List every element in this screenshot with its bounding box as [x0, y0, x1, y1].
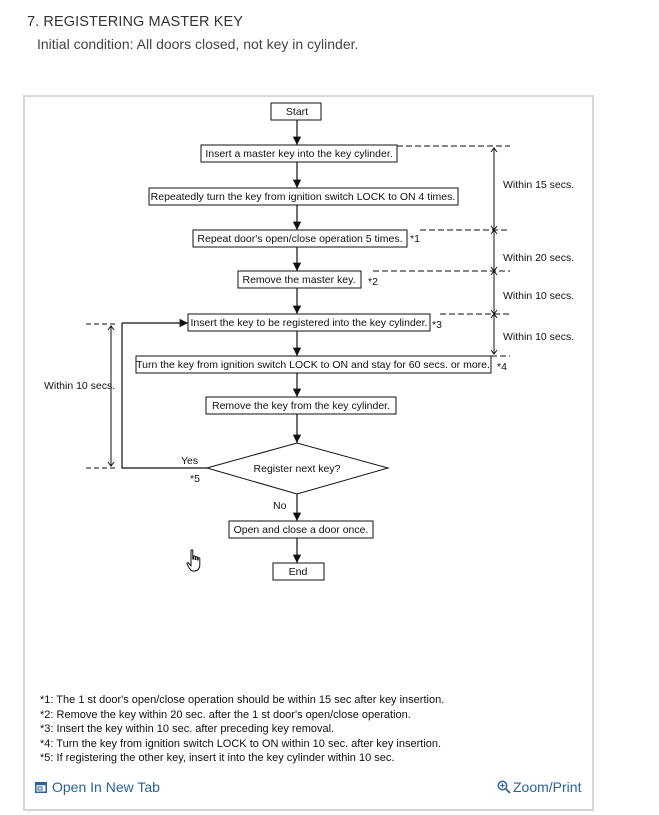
step-label-5: Insert the key to be registered into the…	[191, 317, 428, 329]
step-box-2	[148, 187, 459, 206]
step-label-2: Repeatedly turn the key from ignition sw…	[151, 191, 456, 203]
start-box	[270, 102, 322, 121]
step-label-6: Turn the key from ignition switch LOCK t…	[136, 359, 490, 371]
timing-label-3: Within 10 secs.	[503, 290, 574, 302]
step-box-3	[192, 229, 408, 248]
marker-1: *1	[410, 233, 420, 245]
decision-label: Register next key?	[254, 463, 341, 475]
marker-4: *4	[497, 361, 507, 373]
step-box-4	[237, 270, 362, 289]
open-new-tab-link[interactable]: Open In New Tab	[35, 779, 160, 796]
open-new-tab-label: Open In New Tab	[52, 779, 160, 795]
yes-label: Yes	[181, 455, 198, 467]
end-label: End	[289, 566, 308, 578]
marker-2: *2	[368, 276, 378, 288]
no-label: No	[273, 500, 287, 512]
timing-label-2: Within 20 secs.	[503, 252, 574, 264]
footnotes: *1: The 1 st door's open/close operation…	[40, 693, 444, 766]
loop-timing-label: Within 10 secs.	[44, 380, 115, 392]
step-box-1	[200, 144, 398, 163]
start-label: Start	[286, 106, 308, 118]
marker-3: *3	[432, 319, 442, 331]
marker-5: *5	[190, 473, 200, 485]
footnote-3: *3: Insert the key within 10 sec. after …	[40, 723, 335, 736]
footnote-4: *4: Turn the key from ignition switch LO…	[40, 737, 442, 750]
initial-condition: Initial condition: All doors closed, not…	[37, 36, 359, 52]
footnote-5: *5: If registering the other key, insert…	[40, 752, 395, 765]
zoom-magnifier-icon	[497, 780, 511, 797]
timing-label-4: Within 10 secs.	[503, 331, 574, 343]
step-label-4: Remove the master key.	[242, 274, 355, 286]
hand-pointer-icon	[186, 549, 204, 578]
final-step-label: Open and close a door once.	[234, 524, 369, 536]
decision-diamond	[205, 442, 390, 495]
end-box	[272, 562, 325, 581]
footnote-1: *1: The 1 st door's open/close operation…	[40, 694, 445, 706]
open-new-tab-icon	[35, 780, 48, 796]
final-step-box	[228, 520, 374, 539]
timing-label-1: Within 15 secs.	[503, 179, 574, 191]
zoom-print-link[interactable]: Zoom/Print	[497, 779, 581, 797]
page-title: 7. REGISTERING MASTER KEY	[27, 14, 244, 30]
step-label-7: Remove the key from the key cylinder.	[212, 400, 390, 412]
step-label-3: Repeat door's open/close operation 5 tim…	[197, 233, 402, 245]
step-box-7	[205, 396, 397, 415]
step-box-6	[135, 355, 492, 374]
footnote-2: *2: Remove the key within 20 sec. after …	[40, 708, 411, 721]
zoom-print-label: Zoom/Print	[513, 779, 582, 795]
step-label-1: Insert a master key into the key cylinde…	[205, 148, 392, 160]
